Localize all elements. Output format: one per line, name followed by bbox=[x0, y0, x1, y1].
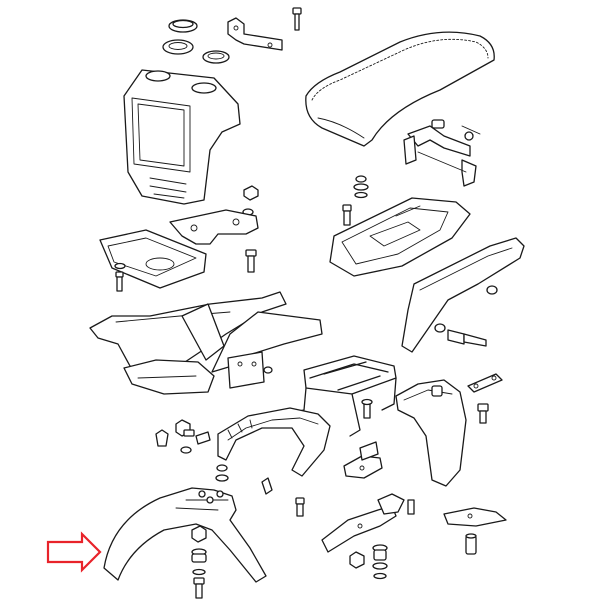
clip-center[interactable] bbox=[261, 477, 273, 495]
lower-nut-left[interactable] bbox=[349, 551, 365, 569]
lower-bracket-arm[interactable] bbox=[321, 493, 415, 553]
grommet-top-large[interactable] bbox=[168, 19, 198, 33]
frame-washer[interactable] bbox=[263, 366, 273, 374]
rack-side-bracket[interactable] bbox=[343, 441, 383, 479]
lower-bolt-stack[interactable] bbox=[372, 544, 388, 580]
mount-bolt-right[interactable] bbox=[477, 403, 489, 424]
seat-latch-assembly[interactable] bbox=[403, 119, 481, 187]
grommet-top-right[interactable] bbox=[202, 50, 230, 64]
headlight-number-plate[interactable] bbox=[123, 69, 241, 205]
fender-washer-left[interactable] bbox=[180, 446, 192, 454]
airbox-tray[interactable] bbox=[329, 197, 471, 277]
pointer-arrow bbox=[46, 531, 102, 573]
side-panel-bolt[interactable] bbox=[447, 329, 487, 347]
mount-link-plate[interactable] bbox=[467, 373, 503, 393]
washer-nut-stack-seat[interactable] bbox=[353, 175, 369, 199]
tool-tray[interactable] bbox=[99, 229, 207, 289]
front-fender[interactable] bbox=[103, 487, 267, 583]
grommet-top-mid[interactable] bbox=[162, 39, 194, 55]
lower-right-bracket[interactable] bbox=[443, 507, 507, 527]
frame-license-plate[interactable] bbox=[227, 351, 265, 389]
airbox-bolt[interactable] bbox=[342, 204, 352, 226]
rack-bolt[interactable] bbox=[361, 398, 373, 419]
top-mounting-bracket[interactable] bbox=[227, 17, 283, 51]
rear-side-panel[interactable] bbox=[401, 237, 525, 353]
bolt-center[interactable] bbox=[295, 497, 305, 517]
bracket-bolt[interactable] bbox=[292, 7, 302, 31]
fender-clip-left[interactable] bbox=[155, 429, 169, 447]
headlight-mounting-plate[interactable] bbox=[169, 209, 259, 245]
pointer-arrow-shape bbox=[46, 531, 102, 573]
washer-stack-center[interactable] bbox=[215, 464, 229, 482]
main-frame[interactable] bbox=[89, 291, 323, 395]
rear-fender[interactable] bbox=[217, 407, 331, 477]
tool-tray-bolt[interactable] bbox=[114, 262, 126, 292]
side-panel-washer[interactable] bbox=[434, 285, 498, 333]
lower-right-spacer[interactable] bbox=[465, 533, 477, 555]
seat[interactable] bbox=[305, 31, 495, 147]
fender-bolt-left[interactable] bbox=[183, 429, 211, 445]
fender-hardware-stack[interactable] bbox=[191, 525, 207, 599]
rear-fender-mount[interactable] bbox=[395, 379, 467, 487]
nut-washer-plate[interactable] bbox=[242, 185, 259, 216]
plate-bolt[interactable] bbox=[245, 249, 257, 273]
